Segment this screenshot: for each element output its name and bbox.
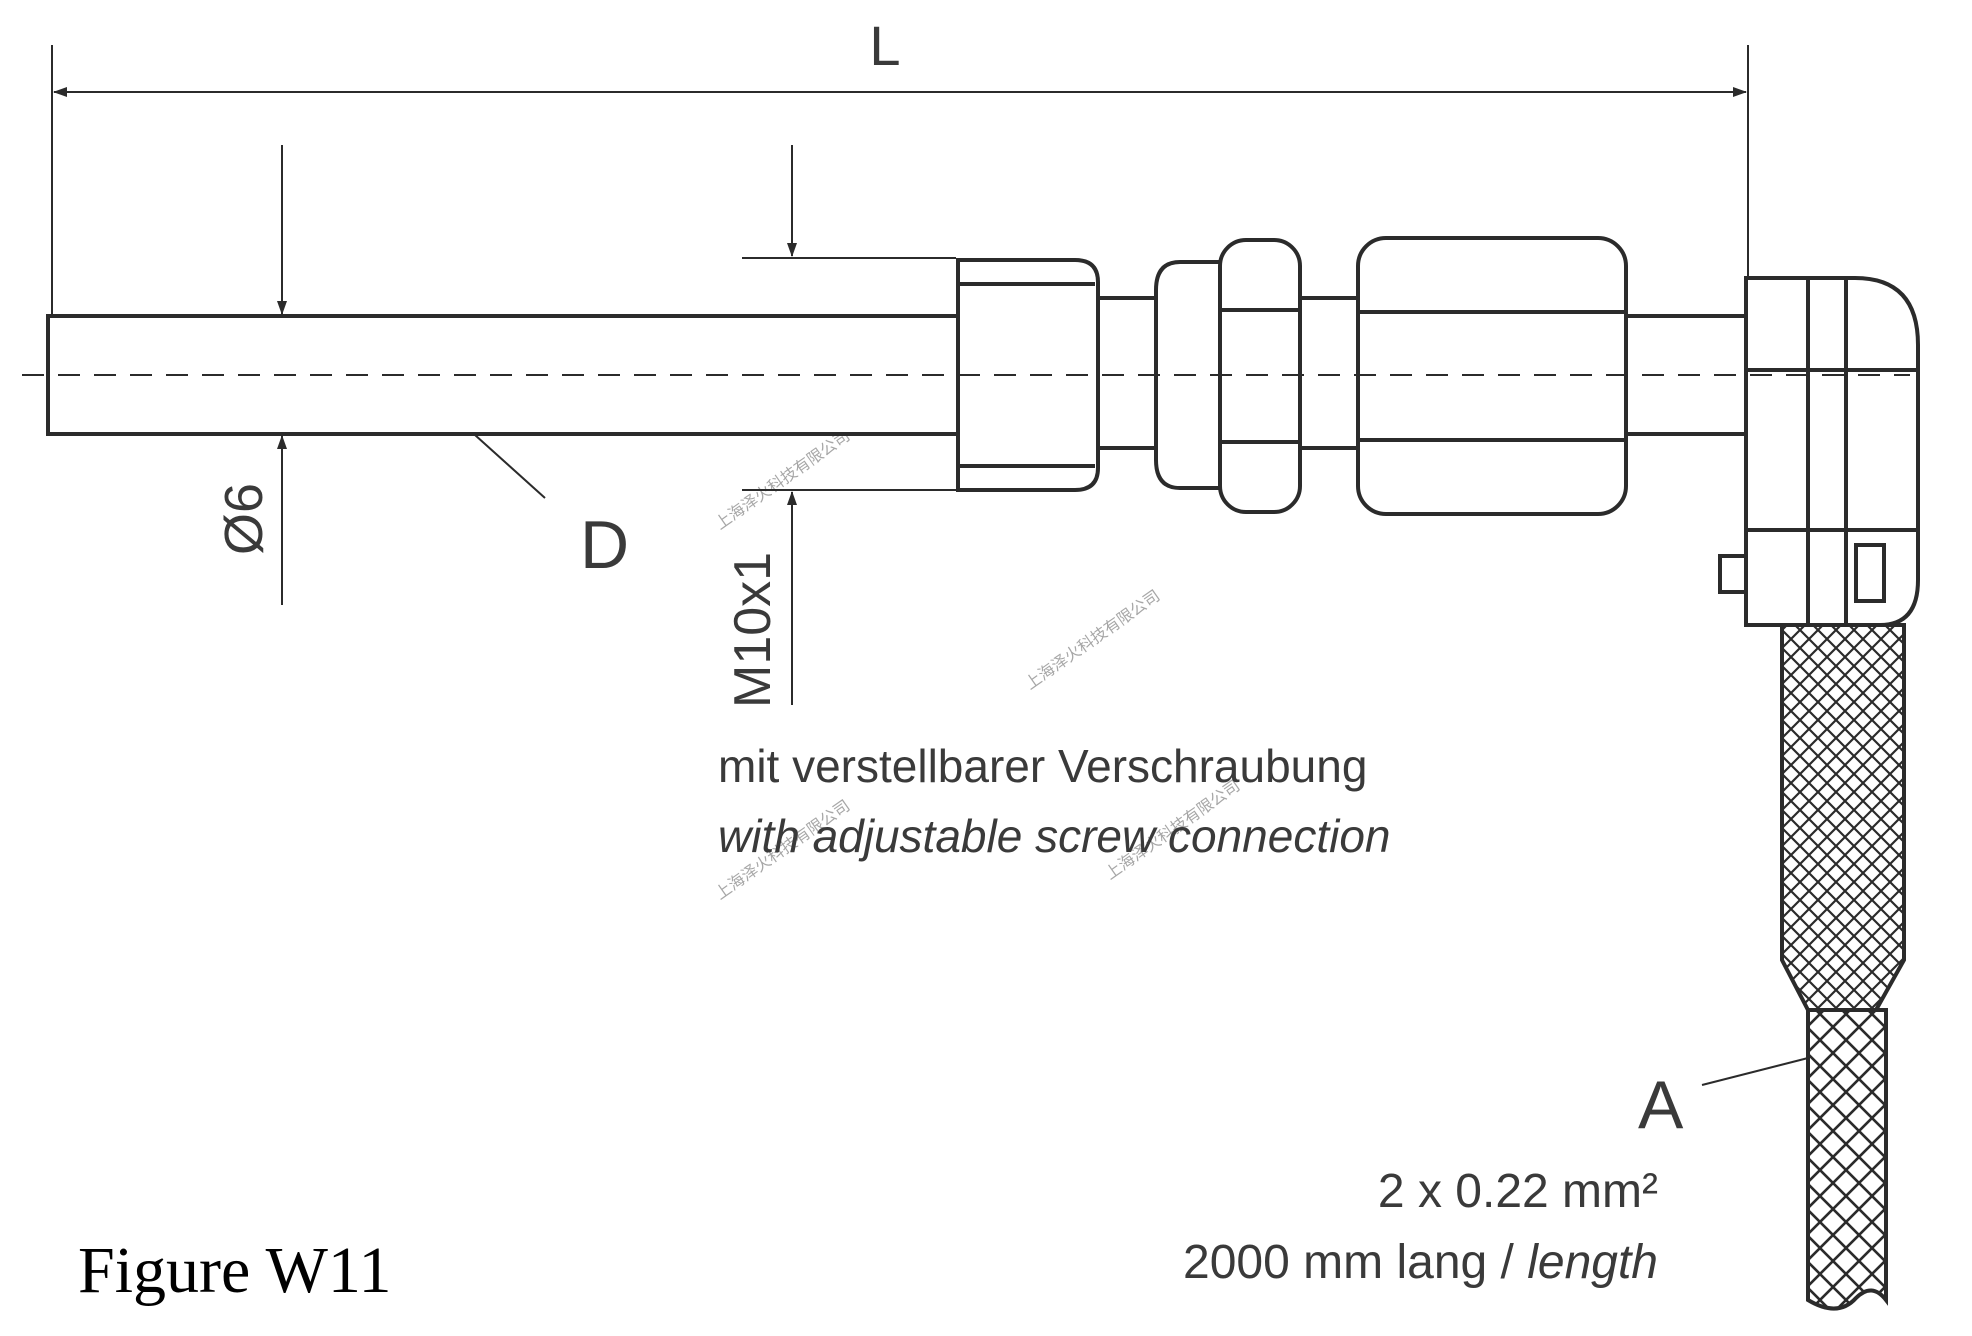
thread-dimension [742,145,956,705]
tube-leader [474,434,546,499]
length-label: L [869,14,900,77]
elbow-tab-left [1718,554,1748,594]
cable-length-en: length [1527,1236,1658,1289]
watermark-text: 上海泽火科技有限公司 [712,427,853,534]
cable-braid-lower [1806,1008,1888,1311]
braided-cable [1780,623,1906,1311]
cable-leader [1701,1057,1809,1086]
thread-label: M10x1 [724,552,782,708]
length-dimension [51,45,1749,315]
cable-length-note: 2000 mm lang / length [1183,1236,1658,1289]
screw-note-de: mit verstellbarer Verschraubung [718,740,1367,792]
fitting-nut-1 [956,258,1100,492]
elbow-body [1744,276,1920,627]
screw-note-en: with adjustable screw connection [718,810,1390,862]
fitting-neck-2 [1298,296,1360,450]
figure-caption: Figure W11 [78,1234,391,1307]
cable-label: A [1638,1067,1684,1143]
elbow-housing [1718,276,1920,627]
fitting-neck-1 [1096,296,1158,450]
elbow-tab-right [1854,543,1886,603]
watermark-text: 上海泽火科技有限公司 [1022,587,1163,694]
screw-fitting [956,236,1748,516]
cable-length-de: 2000 mm lang / [1183,1236,1527,1289]
tube-label: D [580,507,629,583]
cable-braid-upper [1780,623,1906,1012]
cable-spec: 2 x 0.22 mm² [1378,1165,1658,1218]
diameter-label: Ø6 [214,483,274,555]
